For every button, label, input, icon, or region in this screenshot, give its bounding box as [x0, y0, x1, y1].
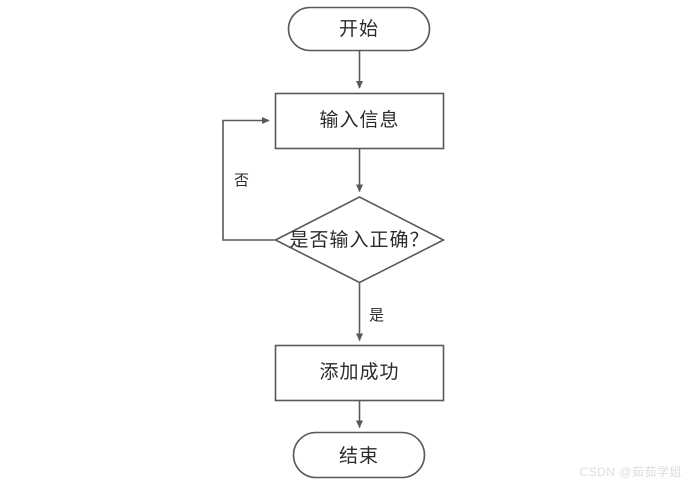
node-start-label: 开始 — [338, 19, 379, 40]
node-success-label: 添加成功 — [319, 362, 400, 383]
node-end-label: 结束 — [338, 446, 379, 467]
node-decision-label: 是否输入正确？ — [289, 230, 430, 251]
node-end-shape — [292, 431, 426, 479]
node-input-shape — [274, 92, 445, 150]
edge-decision-no-to-input — [222, 116, 275, 241]
node-input-label: 输入信息 — [319, 110, 400, 131]
edge-label-yes: 是 — [369, 308, 385, 324]
watermark: CSDN @茹茹学姐 — [579, 465, 682, 479]
edge-label-no: 否 — [234, 173, 250, 189]
